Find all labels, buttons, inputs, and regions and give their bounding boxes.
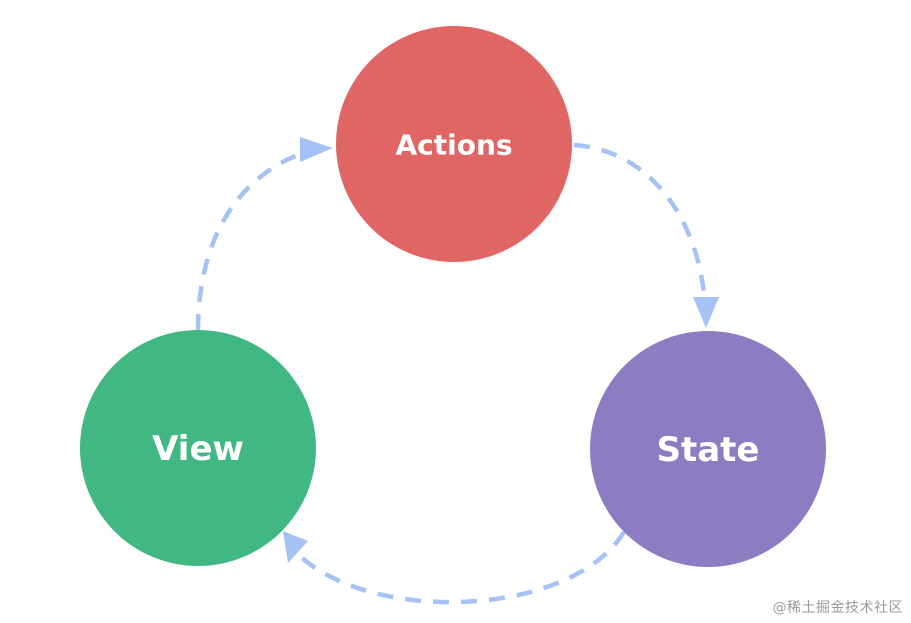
node-state-label: State (657, 430, 760, 470)
node-view-label: View (152, 429, 244, 469)
node-actions: Actions (336, 26, 572, 262)
node-state-circle (590, 331, 826, 567)
arrowhead-state (693, 297, 719, 328)
node-actions-circle (336, 26, 572, 262)
node-view: View (80, 330, 316, 566)
node-actions-label: Actions (395, 129, 512, 162)
edge-view-to-actions (195, 147, 313, 331)
edge-state-to-view (290, 530, 626, 605)
node-view-circle (80, 330, 316, 566)
arrowhead-actions (300, 137, 333, 162)
node-state: State (590, 331, 826, 567)
watermark: @稀土掘金技术社区 (772, 600, 903, 616)
arrowhead-view (283, 531, 308, 563)
edge-actions-to-state (573, 142, 708, 307)
